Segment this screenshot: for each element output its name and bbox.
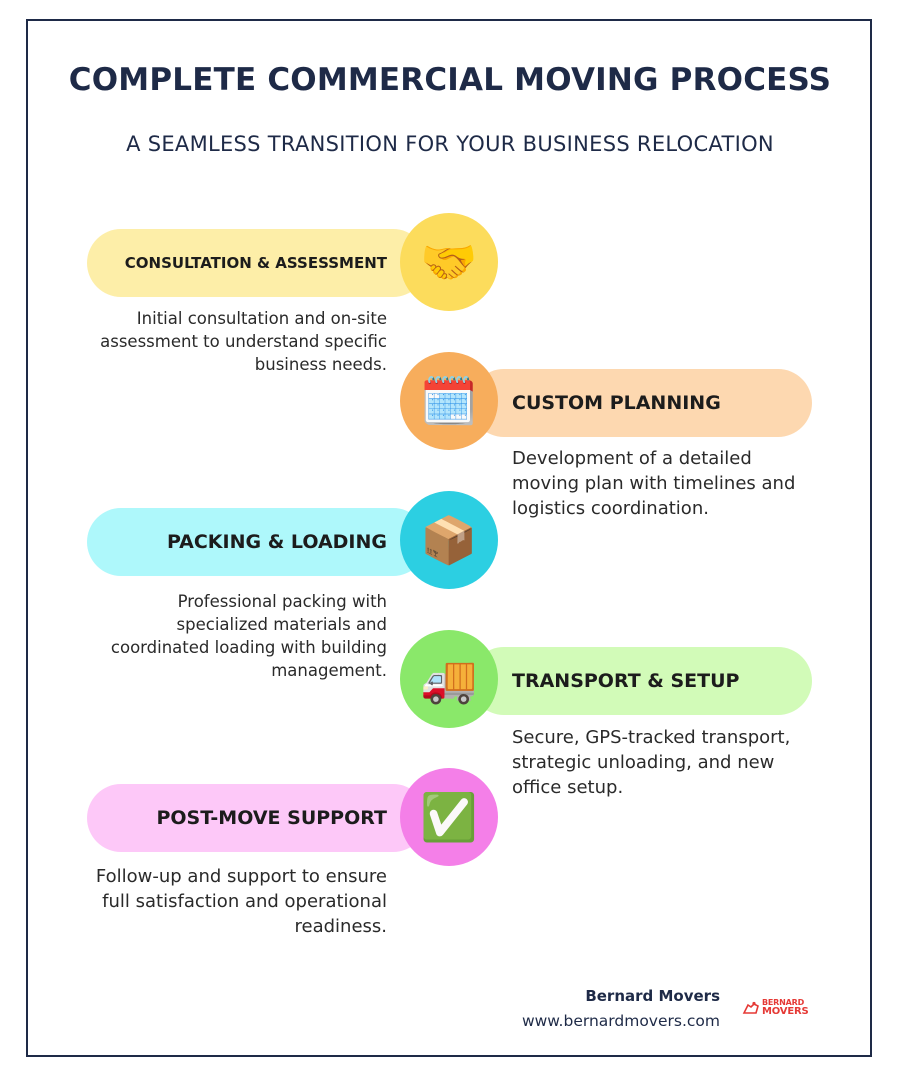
step-label: CONSULTATION & ASSESSMENT xyxy=(124,254,387,272)
logo-line1: BERNARD xyxy=(762,998,805,1007)
calendar-icon: 🗓️ xyxy=(400,352,498,450)
step-planning-pill: CUSTOM PLANNING xyxy=(470,369,812,437)
package-icon: 📦 xyxy=(400,491,498,589)
step-packing-pill: PACKING & LOADING xyxy=(87,508,427,576)
logo-line2: MOVERS xyxy=(762,1006,809,1017)
step-description: Initial consultation and on-site assessm… xyxy=(100,309,387,374)
step-description: Follow-up and support to ensure full sat… xyxy=(95,866,387,937)
check-mark-icon: ✅ xyxy=(400,768,498,866)
website-link[interactable]: www.bernardmovers.com xyxy=(521,1012,720,1030)
mover-figure-icon xyxy=(742,1001,759,1014)
step-label: PACKING & LOADING xyxy=(166,531,387,553)
page-subtitle: A SEAMLESS TRANSITION FOR YOUR BUSINESS … xyxy=(126,132,774,156)
step-description: Development of a detailed moving plan wi… xyxy=(512,448,796,519)
step-label: CUSTOM PLANNING xyxy=(512,392,721,414)
page-title: COMPLETE COMMERCIAL MOVING PROCESS xyxy=(68,62,832,98)
step-support-pill: POST-MOVE SUPPORT xyxy=(87,784,427,852)
step-description: Secure, GPS-tracked transport, strategic… xyxy=(512,727,791,798)
company-name: Bernard Movers xyxy=(585,987,720,1005)
company-logo: BERNARD MOVERS xyxy=(742,998,809,1017)
handshake-icon: 🤝 xyxy=(400,213,498,311)
step-consultation-pill: CONSULTATION & ASSESSMENT xyxy=(87,229,427,297)
step-transport-pill: TRANSPORT & SETUP xyxy=(470,647,812,715)
step-label: TRANSPORT & SETUP xyxy=(512,670,740,692)
step-label: POST-MOVE SUPPORT xyxy=(156,807,387,829)
truck-icon: 🚚 xyxy=(400,630,498,728)
step-description: Professional packing with specialized ma… xyxy=(110,592,387,680)
